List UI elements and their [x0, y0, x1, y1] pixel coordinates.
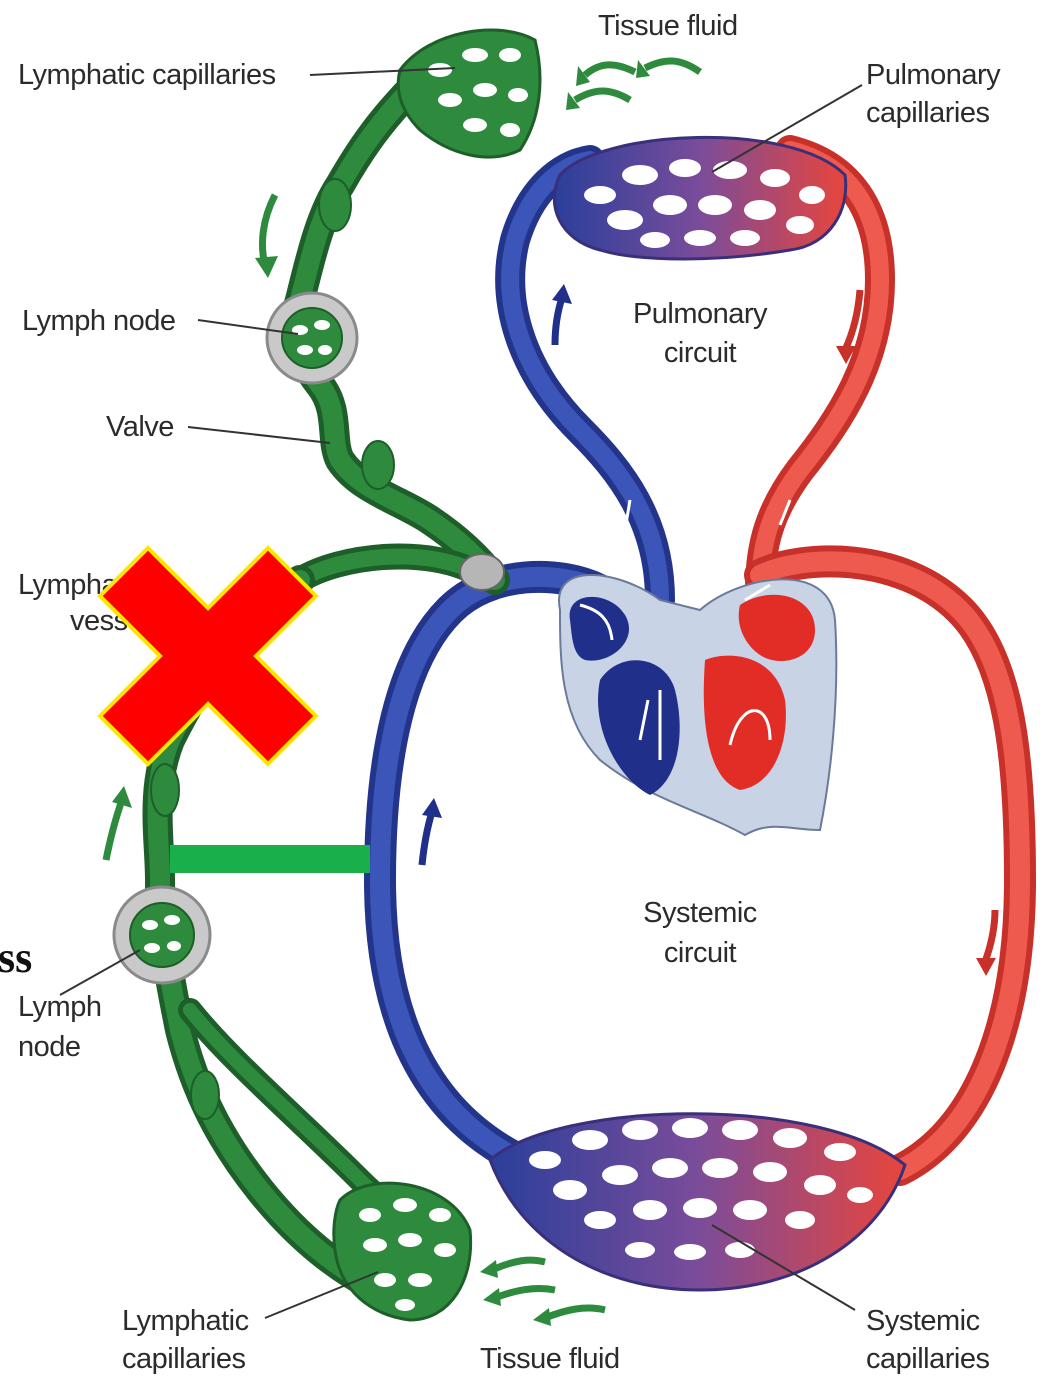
label-valve: Valve — [106, 411, 174, 443]
systemic-flow-arrow-blue — [422, 812, 432, 865]
label-lymphatic-capillaries-bottom-line1: Lymphatic — [122, 1305, 249, 1337]
label-lymphatic-capillaries-bottom-line2: capillaries — [122, 1343, 245, 1375]
label-systemic-capillaries-line2: capillaries — [866, 1343, 989, 1375]
label-lymph-node-top: Lymph node — [22, 305, 176, 337]
label-tissue-fluid-bottom: Tissue fluid — [480, 1343, 620, 1375]
red-x-mark — [100, 548, 316, 764]
valve-junction — [460, 554, 504, 590]
lymph-flow-arrow — [106, 800, 122, 860]
systemic-flow-arrow-red — [985, 910, 995, 962]
valve-bulge — [319, 179, 351, 231]
cut-off-text: ss — [0, 933, 32, 982]
pulmonary-flow-arrow-blue — [555, 298, 562, 345]
lymph-node-lower — [114, 887, 210, 983]
label-pulmonary-circuit-line2: circuit — [664, 337, 737, 369]
lymph-node-upper — [267, 293, 357, 383]
label-pulmonary-capillaries-line1: Pulmonary — [866, 59, 1001, 91]
right-ventricle — [598, 660, 680, 795]
leader-valve — [188, 427, 330, 443]
lymph-flow-arrow — [262, 195, 275, 265]
label-systemic-capillaries-line1: Systemic — [866, 1305, 980, 1337]
leader-lymph-node-bottom — [60, 950, 140, 995]
label-tissue-fluid-top: Tissue fluid — [598, 10, 738, 42]
green-connector-bar — [170, 845, 370, 873]
label-systemic-circuit-line2: circuit — [664, 937, 737, 969]
label-systemic-circuit-line1: Systemic — [643, 897, 757, 929]
label-pulmonary-capillaries-line2: capillaries — [866, 97, 989, 129]
valve-bulge — [362, 441, 394, 489]
label-lymph-node-bottom-line1: Lymph — [18, 991, 101, 1023]
label-lymph-node-bottom-line2: node — [18, 1031, 81, 1063]
valve-bulge — [151, 764, 179, 816]
valve-bulge — [191, 1071, 219, 1119]
label-pulmonary-circuit-line1: Pulmonary — [633, 298, 768, 330]
label-lymphatic-capillaries-top: Lymphatic capillaries — [18, 59, 276, 91]
